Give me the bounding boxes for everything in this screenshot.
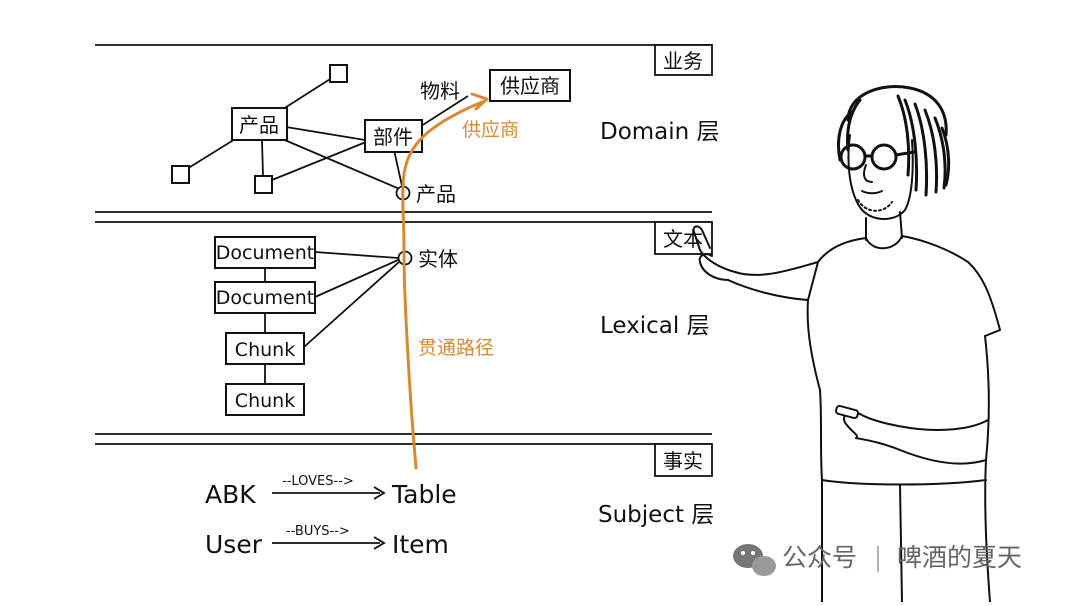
node-chunk-1-label: Chunk <box>235 339 295 361</box>
layer-name-domain: Domain 层 <box>600 119 720 145</box>
node-document-1-label: Document <box>216 242 314 264</box>
node-chunk-2-label: Chunk <box>235 390 295 412</box>
node-product: 产品 <box>231 107 288 141</box>
face-outline <box>847 134 914 220</box>
beard <box>857 199 893 212</box>
waistline <box>821 479 987 486</box>
node-document-2: Document <box>214 281 316 314</box>
layer-name-subject: Subject 层 <box>598 502 714 528</box>
edge <box>303 261 400 348</box>
lower-arm-inner <box>855 437 987 465</box>
fact-1-object: Table <box>391 480 457 509</box>
nose <box>863 164 873 183</box>
collar <box>865 235 903 250</box>
traversal-path <box>401 92 489 470</box>
neck <box>899 211 903 239</box>
edge <box>314 251 399 259</box>
node-chunk-2: Chunk <box>225 383 305 416</box>
pants-seam <box>899 484 903 603</box>
node-part: 部件 <box>364 119 423 153</box>
small-node <box>254 175 273 194</box>
lower-arm <box>859 413 989 431</box>
point-entity-label: 实体 <box>418 247 458 271</box>
pointing-hand <box>698 253 729 281</box>
chalk-icon <box>835 404 859 420</box>
watermark-name: 啤酒的夏天 <box>897 543 1022 572</box>
edge-label-material: 物料 <box>420 79 460 103</box>
edge <box>279 137 403 191</box>
fact-row-1: ABK --LOVES--> Table <box>205 474 457 509</box>
layer-name-lexical: Lexical 层 <box>600 313 710 339</box>
raised-arm-upper <box>734 261 819 276</box>
node-part-label: 部件 <box>373 125 413 149</box>
layer-tag-fact-label: 事实 <box>663 449 703 473</box>
glasses-icon <box>839 143 916 171</box>
watermark: 公众号 啤酒的夏天 <box>733 543 1022 576</box>
domain-graph-edges <box>181 73 469 191</box>
fact-1-relation: --LOVES--> <box>282 474 354 489</box>
raised-arm-lower <box>727 279 809 301</box>
edge <box>285 126 366 141</box>
edge <box>314 259 399 298</box>
edge <box>393 149 403 187</box>
layer-tag-text: 文本 <box>654 221 713 255</box>
path-label-through: 贯通路径 <box>418 337 494 359</box>
arrow-right-icon <box>373 486 386 500</box>
pointing-finger <box>692 225 736 273</box>
arrow-right-icon <box>373 536 386 550</box>
node-supplier-label: 供应商 <box>500 74 560 98</box>
point-product-label: 产品 <box>416 182 456 206</box>
domain-small-nodes <box>171 64 348 194</box>
watermark-account: 公众号 <box>782 543 857 572</box>
edge <box>271 141 367 181</box>
layer-tag-fact: 事实 <box>654 443 713 477</box>
fact-2-subject: User <box>205 530 263 559</box>
hair-dreadlocks <box>837 85 951 197</box>
node-document-2-label: Document <box>216 287 314 309</box>
lexical-graph-edges <box>264 251 400 384</box>
layer-tag-business: 业务 <box>654 44 713 76</box>
edge <box>261 139 264 177</box>
fact-1-subject: ABK <box>205 480 256 509</box>
t-shirt <box>806 237 867 603</box>
node-product-label: 产品 <box>239 113 279 137</box>
mouth <box>861 190 883 195</box>
layer-tag-business-label: 业务 <box>663 49 703 73</box>
wechat-icon <box>733 544 776 576</box>
t-shirt-shoulder <box>901 235 1001 337</box>
small-node <box>329 64 348 83</box>
path-label-supplier: 供应商 <box>462 119 519 141</box>
fact-2-relation: --BUYS--> <box>286 524 350 539</box>
presenter-illustration <box>692 85 1001 603</box>
traversal-path-line <box>401 100 484 470</box>
node-chunk-1: Chunk <box>225 332 305 365</box>
small-node <box>171 165 190 184</box>
fact-row-2: User --BUYS--> Item <box>205 524 449 559</box>
edge <box>181 135 241 173</box>
arrow-head-icon <box>470 92 489 111</box>
node-supplier: 供应商 <box>489 69 571 102</box>
edge <box>417 95 469 129</box>
fact-2-object: Item <box>392 530 449 559</box>
node-document-1: Document <box>214 236 316 269</box>
